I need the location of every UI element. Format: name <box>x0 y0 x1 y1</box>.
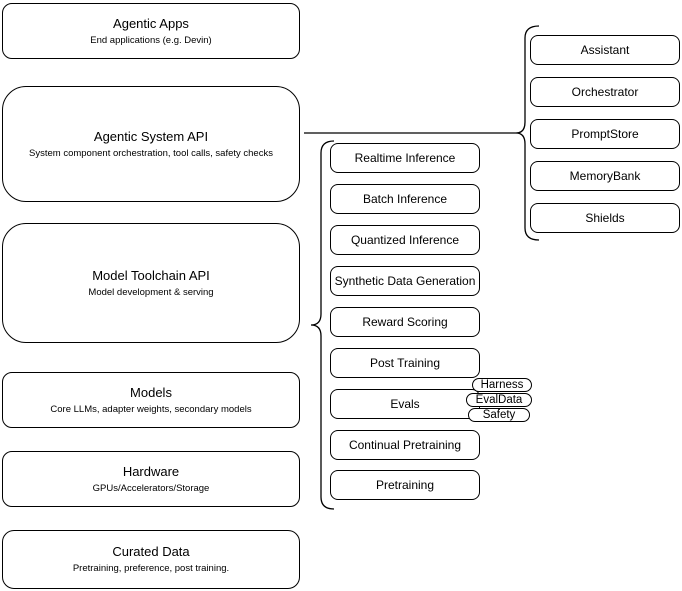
node-title: Curated Data <box>112 544 190 559</box>
node-continual-pretraining: Continual Pretraining <box>330 430 480 460</box>
node-promptstore: PromptStore <box>530 119 680 149</box>
node-models: Models Core LLMs, adapter weights, secon… <box>2 372 300 428</box>
node-title: Model Toolchain API <box>92 267 210 283</box>
node-curated-data: Curated Data Pretraining, preference, po… <box>2 530 300 589</box>
node-title: Models <box>130 384 172 400</box>
node-quantized-inference: Quantized Inference <box>330 225 480 255</box>
node-subtitle: Core LLMs, adapter weights, secondary mo… <box>50 403 252 415</box>
node-title: Hardware <box>122 463 180 479</box>
node-model-toolchain-api: Model Toolchain API Model development & … <box>2 223 300 343</box>
node-realtime-inference: Realtime Inference <box>330 143 480 173</box>
node-post-training: Post Training <box>330 348 480 378</box>
node-title: Agentic Apps <box>113 15 189 31</box>
node-synthetic-data-generation: Synthetic Data Generation <box>330 266 480 296</box>
node-orchestrator: Orchestrator <box>530 77 680 107</box>
node-memorybank: MemoryBank <box>530 161 680 191</box>
node-batch-inference: Batch Inference <box>330 184 480 214</box>
node-hardware: Hardware GPUs/Accelerators/Storage <box>2 451 300 507</box>
node-subtitle: End applications (e.g. Devin) <box>90 34 212 46</box>
node-subtitle: System component orchestration, tool cal… <box>29 147 273 159</box>
node-title: Agentic System API <box>93 128 209 144</box>
node-agentic-system-api: Agentic System API System component orch… <box>2 86 300 202</box>
tag-safety: Safety <box>468 408 530 422</box>
node-reward-scoring: Reward Scoring <box>330 307 480 337</box>
node-subtitle: Pretraining, preference, post training. <box>72 563 230 574</box>
node-pretraining: Pretraining <box>330 470 480 500</box>
node-agentic-apps: Agentic Apps End applications (e.g. Devi… <box>2 3 300 59</box>
tag-harness: Harness <box>472 378 532 392</box>
node-shields: Shields <box>530 203 680 233</box>
node-assistant: Assistant <box>530 35 680 65</box>
node-subtitle: Model development & serving <box>88 286 214 298</box>
node-subtitle: GPUs/Accelerators/Storage <box>92 482 210 494</box>
node-evals: Evals <box>330 389 480 419</box>
tag-evaldata: EvalData <box>466 393 532 407</box>
